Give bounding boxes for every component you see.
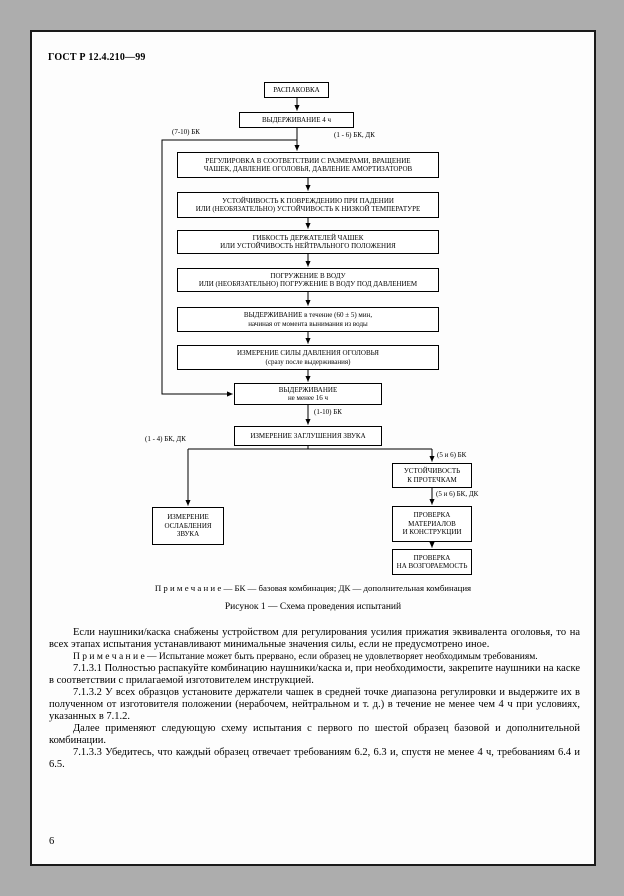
flowchart-box-water-immersion: ПОГРУЖЕНИЕ В ВОДУ ИЛИ (НЕОБЯЗАТЕЛЬНО) ПО… bbox=[177, 268, 439, 292]
flowchart-box-conditioning-16h: ВЫДЕРЖИВАНИЕ не менее 16 ч bbox=[234, 383, 382, 405]
flowchart-box-conditioning-4h: ВЫДЕРЖИВАНИЕ 4 ч bbox=[239, 112, 354, 128]
flowchart-box-materials-design-check: ПРОВЕРКА МАТЕРИАЛОВ И КОНСТРУКЦИИ bbox=[392, 506, 472, 542]
flowchart-box-conditioning-60min: ВЫДЕРЖИВАНИЕ в течение (60 ± 5) мин, нач… bbox=[177, 307, 439, 332]
paragraph-7-1-3-3: 7.1.3.3 Убедитесь, что каждый образец от… bbox=[49, 747, 580, 770]
paragraph-7-1-3-1: 7.1.3.1 Полностью распакуйте комбинацию … bbox=[49, 663, 580, 686]
page-number: 6 bbox=[49, 836, 55, 847]
flowchart-label-samples-1-6-bk-dk: (1 - 6) БК, ДК bbox=[334, 131, 375, 139]
paragraph-note: П р и м е ч а н и е — Испытание может бы… bbox=[73, 652, 538, 662]
paragraph-7-1-3-2: 7.1.3.2 У всех образцов установите держа… bbox=[49, 687, 580, 722]
flowchart-box-cup-holder-flexibility: ГИБКОСТЬ ДЕРЖАТЕЛЕЙ ЧАШЕК ИЛИ УСТОЙЧИВОС… bbox=[177, 230, 439, 254]
flowchart-label-samples-7-10-bk: (7-10) БК bbox=[172, 128, 200, 136]
flowchart-box-sound-muffling-measurement: ИЗМЕРЕНИЕ ЗАГЛУШЕНИЯ ЗВУКА bbox=[234, 426, 382, 446]
figure-caption: Рисунок 1 — Схема проведения испытаний bbox=[224, 602, 402, 612]
flowchart-box-sound-attenuation-measurement: ИЗМЕРЕНИЕ ОСЛАБЛЕНИЯ ЗВУКА bbox=[152, 507, 224, 545]
flowchart-box-unpacking: РАСПАКОВКА bbox=[264, 82, 329, 98]
flowchart-label-samples-5-6-bk-dk: (5 и 6) БК, ДК bbox=[436, 490, 479, 498]
document-header: ГОСТ Р 12.4.210—99 bbox=[48, 52, 146, 63]
document-page: ГОСТ Р 12.4.210—99 bbox=[30, 30, 596, 866]
flowchart-box-flammability-check: ПРОВЕРКА НА ВОЗГОРАЕМОСТЬ bbox=[392, 549, 472, 575]
paragraph-scheme: Далее применяют следующую схему испытани… bbox=[49, 723, 580, 746]
figure-note: П р и м е ч а н и е — БК — базовая комби… bbox=[154, 583, 472, 593]
flowchart-box-size-adjustment: РЕГУЛИРОВКА В СООТВЕТСТВИИ С РАЗМЕРАМИ, … bbox=[177, 152, 439, 178]
body-text: Если наушники/каска снабжены устройством… bbox=[49, 627, 580, 771]
flowchart-label-samples-1-10-bk: (1-10) БК bbox=[314, 408, 342, 416]
flowchart-label-samples-1-4-bk-dk: (1 - 4) БК, ДК bbox=[145, 435, 186, 443]
flowchart-box-headband-force-measurement: ИЗМЕРЕНИЕ СИЛЫ ДАВЛЕНИЯ ОГОЛОВЬЯ (сразу … bbox=[177, 345, 439, 370]
flowchart-label-samples-5-6-bk: (5 и 6) БК bbox=[437, 451, 467, 459]
flowchart-connector-lines bbox=[161, 98, 435, 548]
paragraph-force-adjustment: Если наушники/каска снабжены устройством… bbox=[49, 627, 580, 650]
flowchart-box-leak-resistance: УСТОЙЧИВОСТЬ К ПРОТЕЧКАМ bbox=[392, 463, 472, 488]
flowchart-box-drop-damage-resistance: УСТОЙЧИВОСТЬ К ПОВРЕЖДЕНИЮ ПРИ ПАДЕНИИ И… bbox=[177, 192, 439, 218]
test-procedure-flowchart: РАСПАКОВКА ВЫДЕРЖИВАНИЕ 4 ч РЕГУЛИРОВКА … bbox=[142, 77, 492, 582]
